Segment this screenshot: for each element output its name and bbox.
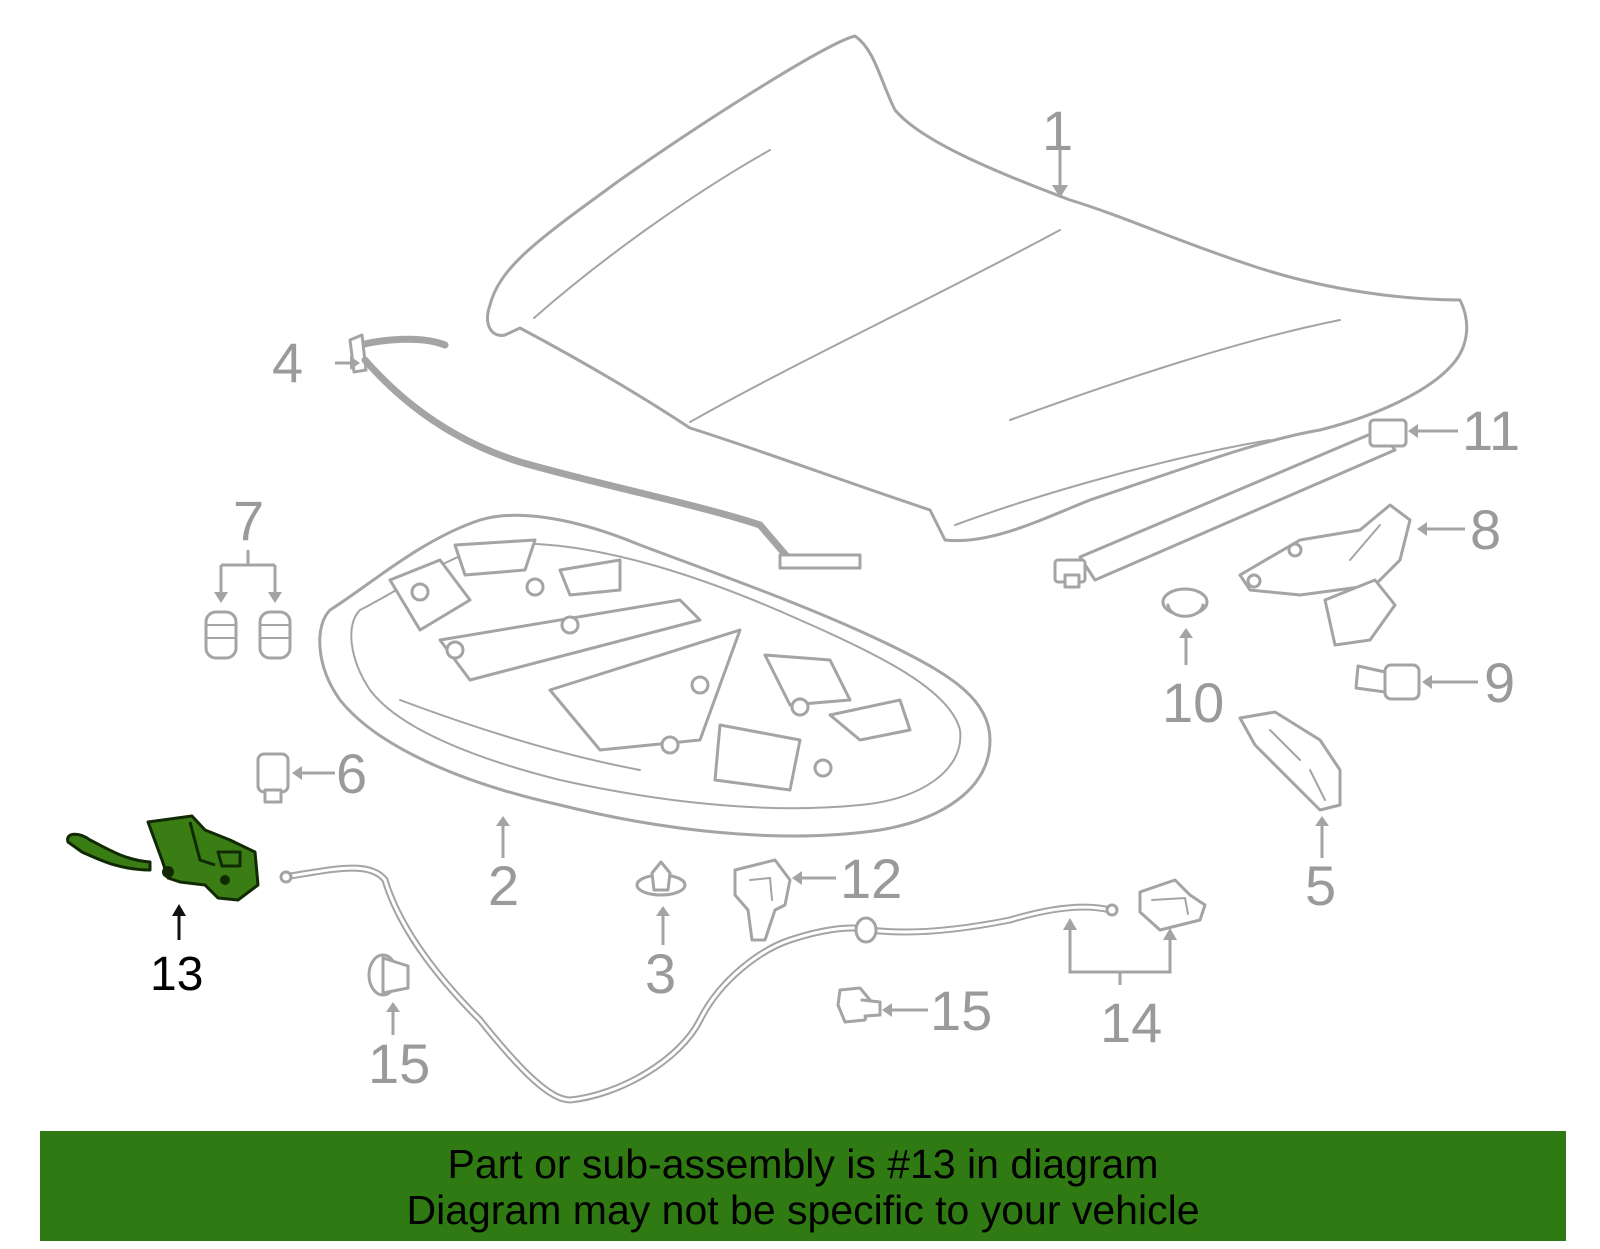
callout-2-arrowhead [496,816,510,826]
callout-6-arrowhead [292,766,302,780]
callout-14-leader [1068,925,1172,985]
callout-8: 8 [1470,498,1501,561]
callout-14: 14 [1100,991,1162,1054]
part-3-push-clip[interactable] [635,860,687,897]
part-10-plug[interactable] [1161,587,1209,618]
hood-release-cable[interactable] [279,864,1119,1104]
part-12-release-handle[interactable] [733,858,792,942]
callout-13-arrowhead [172,904,186,916]
callout-11: 11 [1462,399,1520,462]
part-15-clip-left[interactable] [367,953,410,997]
callout-5-arrowhead [1315,816,1329,826]
banner-line-part-number: Part or sub-assembly is #13 in diagram [447,1141,1159,1187]
callout-7-arrowhead-left [214,592,228,603]
highlight-banner: Part or sub-assembly is #13 in diagram D… [40,1131,1566,1241]
callout-15-right: 15 [930,979,992,1042]
callout-12-arrowhead [792,871,802,885]
callout-2: 2 [488,854,519,917]
callout-1-arrowhead [1052,185,1068,198]
part-15-clip-right[interactable] [836,986,882,1024]
part-5-striker[interactable] [1238,710,1342,812]
callout-14-arrowhead-right [1163,928,1177,940]
callout-6: 6 [336,742,367,805]
callout-15b-arrowhead [882,1003,892,1017]
callout-15a-arrowhead [386,1002,400,1012]
callout-10-arrowhead [1179,628,1193,638]
part-4-hood-seal[interactable] [348,333,862,570]
callout-7-leader [219,550,277,595]
callout-10: 10 [1162,671,1224,734]
part-13-hood-latch[interactable] [66,814,260,902]
part-2-hood-insulator[interactable] [318,513,992,838]
callout-7: 7 [233,489,264,552]
part-6-stopper[interactable] [256,752,290,804]
callout-4-arrowhead [350,356,360,370]
callout-3-arrowhead [656,906,670,916]
callout-11-arrowhead [1408,424,1418,438]
callout-4: 4 [272,331,303,394]
part-8-hood-hinge[interactable] [1238,503,1412,647]
callout-5: 5 [1305,854,1336,917]
part-11-hood-strut[interactable] [1053,418,1408,589]
callout-3: 3 [645,942,676,1005]
part-9-bolt[interactable] [1354,663,1421,701]
callout-8-arrowhead [1417,522,1427,536]
callout-9: 9 [1484,651,1515,714]
callout-14-arrowhead-left [1063,918,1077,930]
callout-13: 13 [150,948,203,1001]
callout-1: 1 [1042,99,1073,162]
callout-7-arrowhead-right [268,592,282,603]
banner-line-disclaimer: Diagram may not be specific to your vehi… [406,1187,1200,1233]
part-14-cable-bracket[interactable] [1138,878,1207,932]
part-1-hood[interactable] [486,34,1469,543]
callout-15-left: 15 [368,1032,430,1095]
callout-9-arrowhead [1422,675,1432,689]
part-7-bumpers[interactable] [204,610,292,660]
callout-12: 12 [840,847,902,910]
